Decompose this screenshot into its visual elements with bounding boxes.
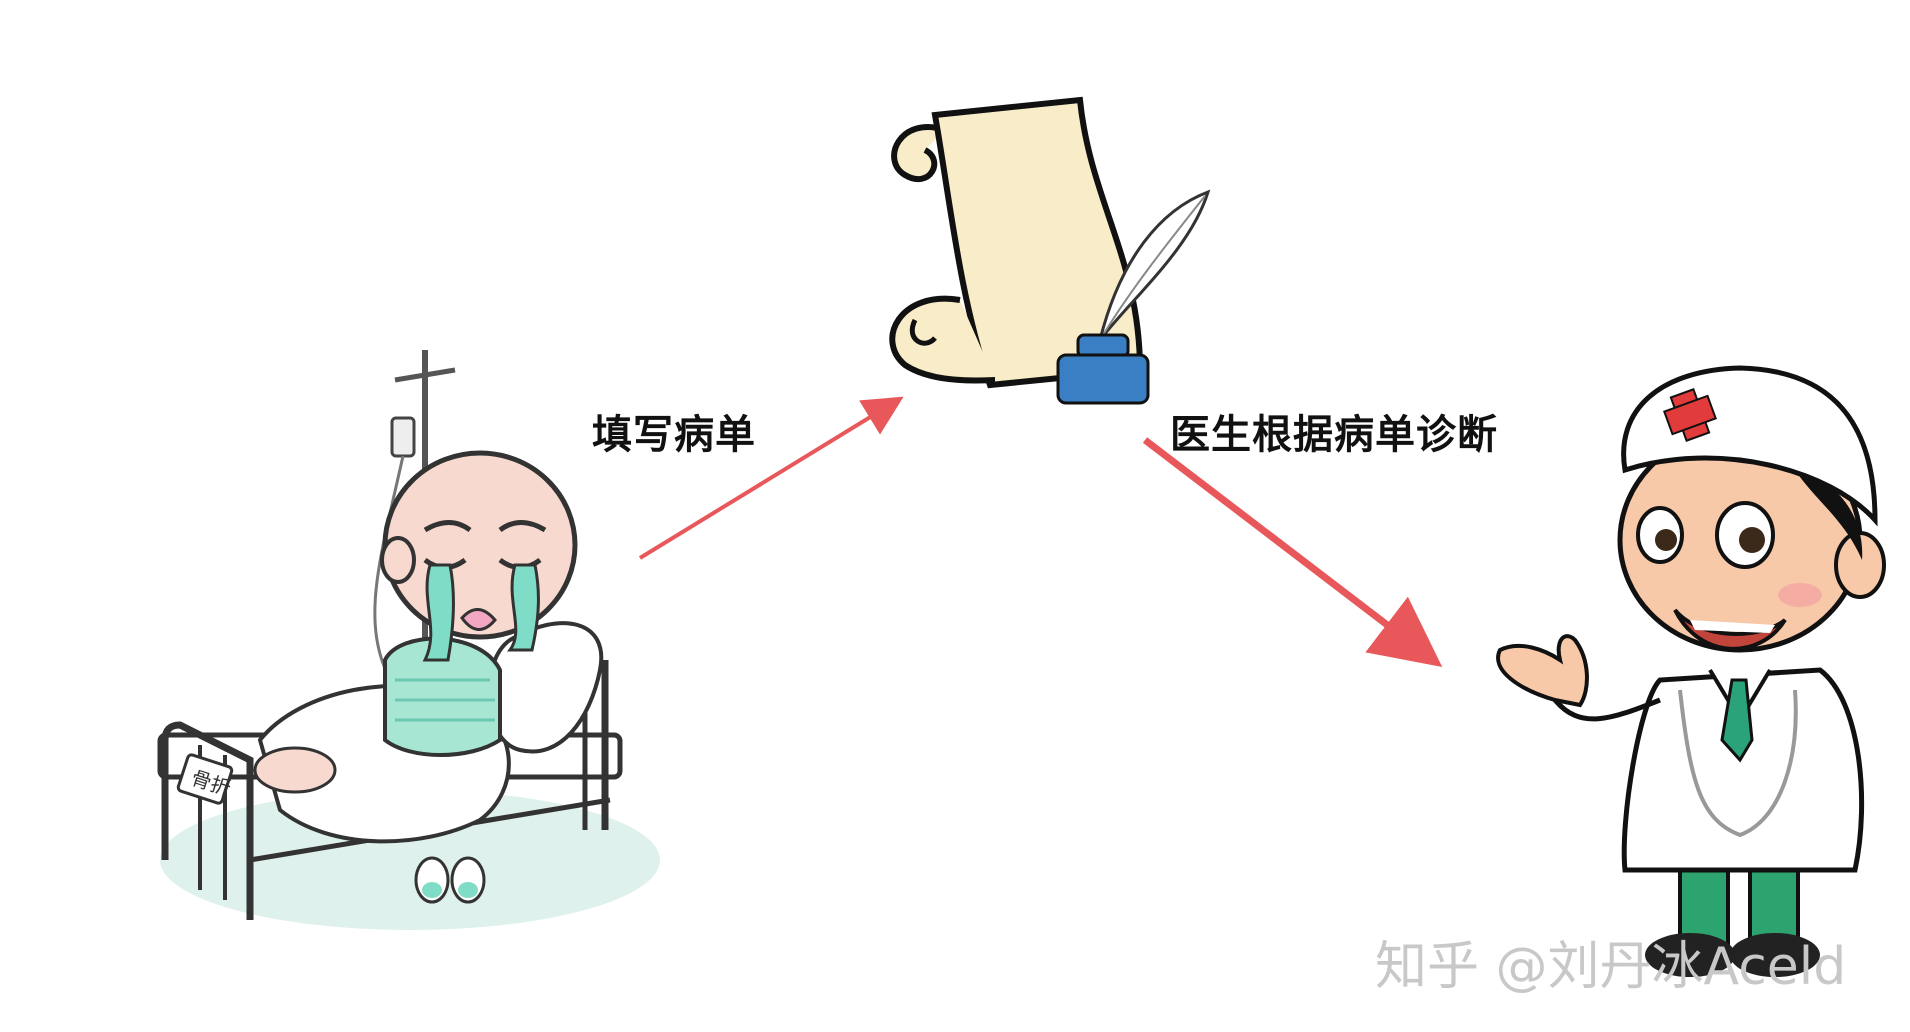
arrow-form-to-doctor <box>1142 437 1443 667</box>
patient-in-bed-icon: 骨折 <box>157 350 660 930</box>
red-cross-icon <box>1663 388 1717 442</box>
ink-bottle-icon <box>1056 333 1150 405</box>
watermark: 知乎 @刘丹冰Aceld <box>1375 937 1847 997</box>
step-label-fill-form: 填写病单 <box>592 412 756 458</box>
step-label-diagnose: 医生根据病单诊断 <box>1170 412 1498 458</box>
doctor-icon <box>1496 365 1886 977</box>
arrow-patient-to-form <box>638 396 904 560</box>
